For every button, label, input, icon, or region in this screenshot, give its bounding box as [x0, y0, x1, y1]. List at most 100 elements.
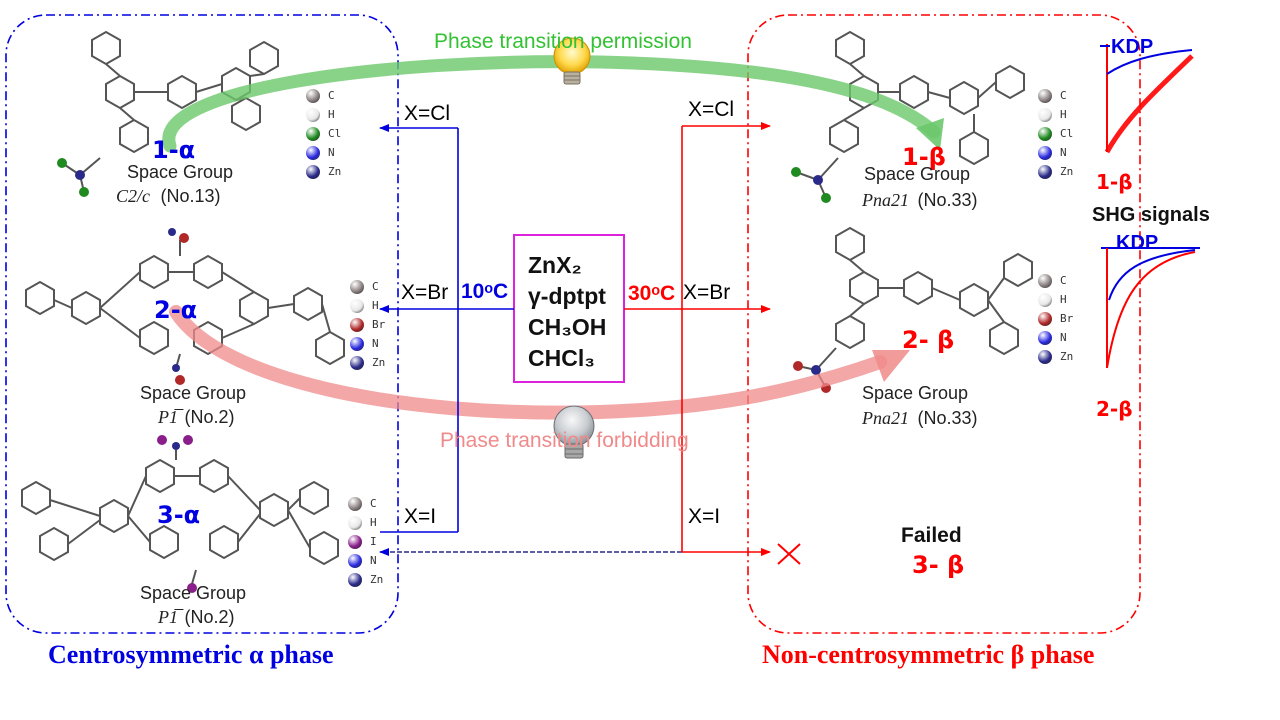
alpha-branch-lines [379, 124, 514, 533]
lightbulb-on-icon [553, 37, 591, 85]
space-group-label-3-alpha: Space Group [140, 583, 247, 603]
branch-label-left-i: X=I [404, 505, 437, 528]
atom-symbol: H [372, 299, 379, 312]
branch-label-right-i: X=I [688, 505, 721, 528]
legend-row-h: H [306, 105, 341, 124]
space-group-number: (No.13) [160, 186, 221, 206]
space-group-2-beta: Pna21 (No.33) [862, 408, 977, 429]
compound-1-alpha: 1-α [152, 136, 196, 164]
compound-3-alpha: 3-α [157, 501, 201, 529]
reagent-chloroform: CHCl₃ [528, 345, 595, 371]
atom-ball-icon [350, 317, 364, 332]
atom-ball-icon [306, 126, 320, 141]
atom-symbol: Cl [328, 127, 342, 140]
legend-row-zn: Zn [1038, 162, 1073, 181]
atom-symbol: H [370, 516, 377, 529]
legend-row-cl: Cl [306, 124, 341, 143]
legend-row-i: I [348, 532, 383, 551]
legend-row-n: N [1038, 328, 1073, 347]
legend-row-n: N [348, 551, 383, 570]
space-group-symbol: C2/c [116, 186, 150, 206]
space-group-symbol: P1̅ [158, 607, 178, 627]
shg-sample-label-2: 2-β [1096, 397, 1133, 421]
shg-title: SHG signals [1092, 204, 1210, 226]
permission-arrowhead [916, 118, 944, 150]
atom-ball-icon [306, 164, 320, 179]
legend-row-h: H [1038, 290, 1073, 309]
reagent-zn: ZnX₂ [528, 252, 582, 278]
beta-phase-title: Non-centrosymmetric β phase [762, 640, 1095, 669]
atom-ball-icon [350, 279, 364, 294]
failed-label: Failed [901, 524, 962, 547]
legend-row-cl: Cl [1038, 124, 1073, 143]
atom-ball-icon [1038, 330, 1052, 345]
legend-row-c: C [348, 494, 383, 513]
branch-label-left-br: X=Br [401, 281, 449, 304]
phase-transition-permission-label: Phase transition permission [434, 30, 692, 53]
molecule-3-alpha [21, 450, 339, 585]
atom-symbol: N [1060, 146, 1067, 159]
legend-row-zn: Zn [350, 353, 385, 372]
space-group-2-alpha: P1̅ (No.2) [158, 407, 234, 428]
legend-row-zn: Zn [306, 162, 341, 181]
branch-label-left-cl: X=Cl [404, 102, 451, 125]
legend-row-c: C [1038, 271, 1073, 290]
space-group-number: (No.33) [917, 408, 978, 428]
atom-symbol: H [1060, 293, 1067, 306]
space-group-symbol: Pna21 [862, 408, 909, 428]
legend-row-br: Br [350, 315, 385, 334]
atom-ball-icon [306, 145, 320, 160]
atom-symbol: Cl [1060, 127, 1074, 140]
space-group-label-2-alpha: Space Group [140, 383, 247, 403]
shg-trace-1 [1100, 44, 1194, 154]
atom-ball-icon [348, 496, 362, 511]
alpha-phase-box [5, 14, 399, 634]
branch-label-right-cl: X=Cl [688, 98, 735, 121]
permission-arrow-body [162, 55, 941, 153]
branch-label-right-br: X=Br [683, 281, 731, 304]
space-group-1-beta: Pna21 (No.33) [862, 190, 977, 211]
compound-2-beta: 2- β [902, 326, 955, 354]
legend-row-n: N [350, 334, 385, 353]
atom-symbol: Zn [372, 356, 386, 369]
space-group-3-alpha: P1̅ (No.2) [158, 607, 234, 628]
beta-branch-lines [624, 122, 771, 556]
atom-symbol: C [328, 89, 335, 102]
atom-symbol: Zn [1060, 350, 1074, 363]
legend-row-c: C [1038, 86, 1073, 105]
atom-symbol: H [328, 108, 335, 121]
atom-symbol: Zn [1060, 165, 1074, 178]
legend-row-br: Br [1038, 309, 1073, 328]
forbidding-arrowhead [872, 350, 910, 382]
atom-ball-icon [350, 355, 364, 370]
space-group-number: (No.2) [184, 407, 235, 427]
legend-row-zn: Zn [1038, 347, 1073, 366]
reagent-box [513, 234, 625, 383]
legend-row-c: C [306, 86, 341, 105]
reagent-list: ZnX₂ γ-dptpt CH₃OH CHCl₃ [528, 250, 606, 374]
molecule-2-alpha [25, 240, 345, 369]
atom-ball-icon [1038, 145, 1052, 160]
legend-row-h: H [350, 296, 385, 315]
legend-row-h: H [348, 513, 383, 532]
compound-1-beta: 1-β [902, 143, 946, 171]
failed-cross-icon [777, 543, 801, 565]
molecule-2-beta [797, 226, 1033, 389]
atom-ball-icon [1038, 273, 1052, 288]
phase-transition-forbidding-label: Phase transition forbidding [440, 429, 689, 452]
legend-row-h: H [1038, 105, 1073, 124]
atom-symbol: Zn [370, 573, 384, 586]
atom-symbol: I [370, 535, 377, 548]
space-group-symbol: Pna21 [862, 190, 909, 210]
atom-symbol: Br [372, 318, 386, 331]
legend-row-zn: Zn [348, 570, 383, 589]
shg-kdp-label-2: KDP [1116, 232, 1159, 254]
shg-trace-2 [1101, 247, 1200, 369]
legend-row-n: N [1038, 143, 1073, 162]
